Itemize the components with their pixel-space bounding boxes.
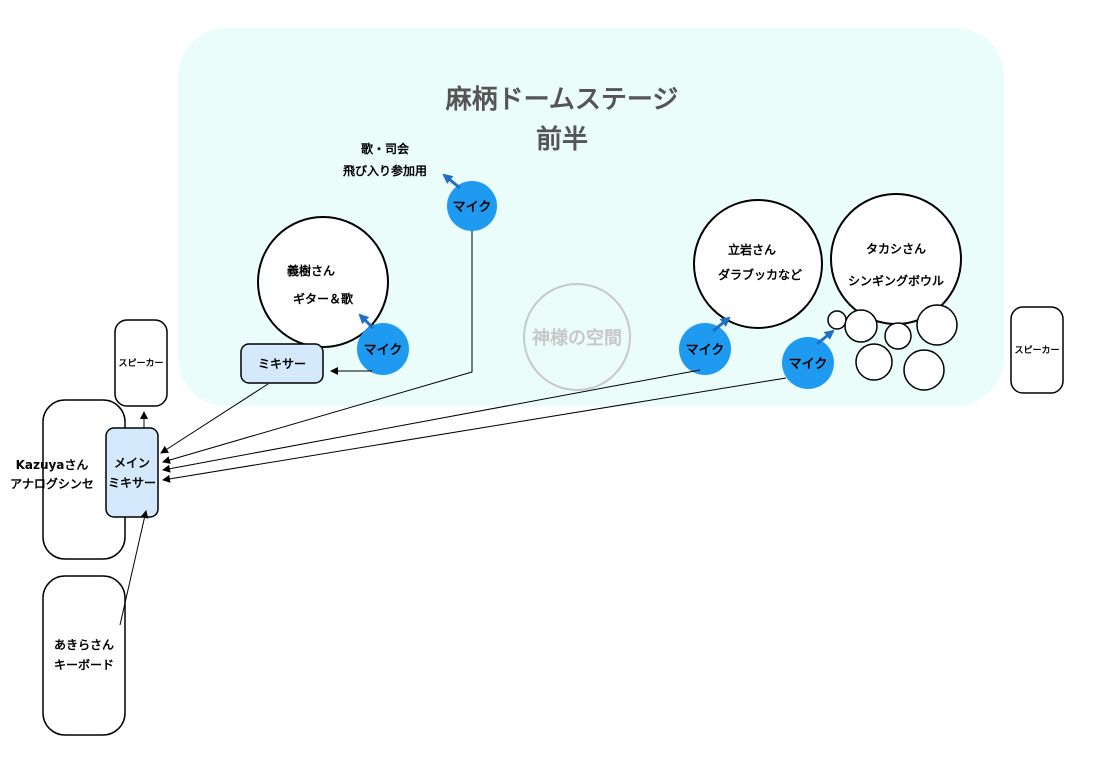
arrow-mic-vocal-to-main-mixer	[162, 231, 473, 464]
stage-subtitle: 前半	[536, 124, 588, 155]
mic-vocal	[447, 181, 497, 231]
akira-station	[42, 575, 126, 736]
mic-tateiwa-label: マイク	[686, 343, 725, 358]
yoshiki-role: ギター＆歌	[293, 291, 354, 306]
takashi-role: シンギングボウル	[848, 273, 944, 288]
yoshiki-name: 義樹さん	[287, 263, 335, 278]
tateiwa-performer	[693, 199, 823, 329]
mic-vocal-direction-arrow	[442, 173, 461, 190]
main-mixer	[105, 427, 159, 518]
tateiwa-role: ダラブッカなど	[718, 267, 802, 282]
mic-tateiwa-direction-arrow	[712, 316, 731, 333]
bowl	[903, 349, 945, 391]
signal-connections	[119, 231, 787, 626]
takashi-performer	[830, 193, 962, 325]
mic-takashi-label: マイク	[789, 357, 828, 372]
speaker-left-label: スピーカー	[118, 357, 163, 369]
mic-yoshiki	[357, 323, 409, 375]
yoshiki-performer	[257, 216, 389, 348]
arrow-mic-tateiwa-to-main-mixer	[162, 369, 701, 473]
arrow-mic-takashi-to-main-mixer	[162, 377, 787, 483]
arrow-sub-mixer-to-main-mixer	[160, 383, 269, 454]
mic-yoshiki-label: マイク	[364, 343, 403, 358]
god-space-label: 神様の空間	[532, 327, 622, 349]
mic-tateiwa	[679, 323, 731, 375]
sub-mixer	[240, 343, 324, 384]
sub-mixer-label: ミキサー	[258, 357, 306, 371]
akira-name: あきらさん	[54, 638, 114, 652]
vocal-label-line2: 飛び入り参加用	[342, 163, 427, 178]
bowl	[827, 310, 847, 330]
mic-yoshiki-direction-arrow	[358, 313, 375, 330]
mic-takashi-direction-arrow	[816, 329, 835, 346]
singing-bowls	[827, 304, 958, 391]
bowl	[855, 343, 893, 381]
kazuya-name: Kazuyaさん	[16, 458, 89, 472]
vocal-label-line1: 歌・司会	[361, 141, 410, 156]
god-space	[523, 283, 631, 391]
speaker-right	[1010, 306, 1064, 394]
main-mixer-label-line1: メイン	[114, 456, 150, 470]
mic-vocal-label: マイク	[453, 200, 492, 215]
bowl	[884, 322, 912, 350]
speaker-left	[114, 319, 168, 407]
speaker-right-label: スピーカー	[1014, 344, 1059, 356]
main-mixer-label-line2: ミキサー	[108, 476, 156, 490]
stage-title: 麻柄ドームステージ	[445, 85, 679, 115]
akira-role: キーボード	[54, 657, 114, 672]
kazuya-role: アナログシンセ	[10, 476, 94, 491]
bowl	[916, 304, 958, 346]
takashi-name: タカシさん	[866, 242, 926, 256]
mic-takashi	[782, 337, 834, 389]
tateiwa-name: 立岩さん	[728, 242, 776, 257]
bowl	[844, 309, 878, 343]
arrow-akira-to-main-mixer	[119, 510, 149, 626]
